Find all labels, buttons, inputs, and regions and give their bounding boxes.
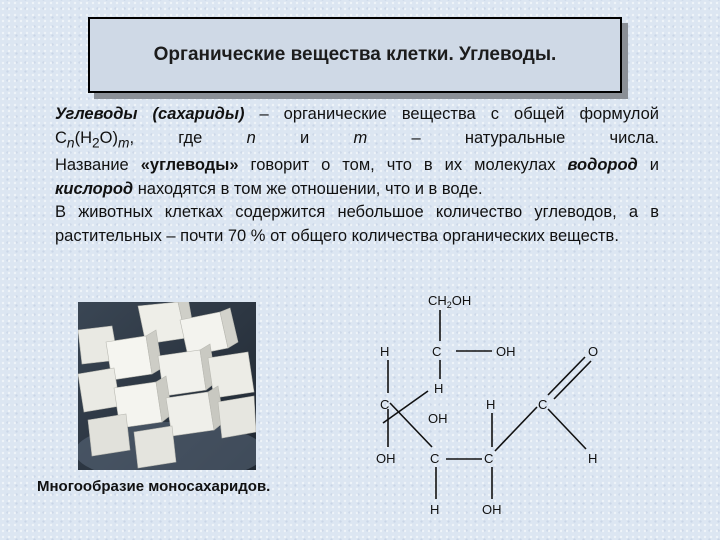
struct-r5-h: H xyxy=(430,502,439,517)
var-m: m xyxy=(353,128,368,147)
text-fragment: , где xyxy=(129,128,247,147)
struct-r4-oh: OH xyxy=(376,451,396,466)
body-text: Углеводы (сахариды) – органические вещес… xyxy=(55,103,659,248)
text-fragment: говорит о том, что в их молекулах xyxy=(238,156,568,175)
struct-r1-o: O xyxy=(588,344,598,359)
structure-bonds xyxy=(382,310,592,499)
paragraph-name: Название «углеводы» говорит о том, что в… xyxy=(55,154,659,201)
formula-h: (H xyxy=(74,128,92,147)
struct-ch2oh: CH2OH xyxy=(428,293,471,310)
term-name: «углеводы» xyxy=(140,156,239,175)
struct-r1-oh: OH xyxy=(496,344,516,359)
text-fragment: и xyxy=(255,128,354,147)
title-box: Органические вещества клетки. Углеводы. xyxy=(88,17,622,93)
struct-r4-h: H xyxy=(588,451,597,466)
text-fragment: и xyxy=(637,156,659,175)
glucose-structure-diagram: CH2OH H C OH O H C OH H C OH C C H H OH xyxy=(376,293,598,517)
text-fragment: – органические вещества с общей формулой xyxy=(244,105,659,123)
struct-r5-oh: OH xyxy=(482,502,502,517)
text-fragment: Название xyxy=(55,156,141,175)
text-fragment: находятся в том же отношении, что и в во… xyxy=(133,179,483,198)
struct-r2-h: H xyxy=(434,381,443,396)
struct-r4-c2: C xyxy=(484,451,493,466)
formula-o: O) xyxy=(99,128,118,147)
struct-r3-oh: OH xyxy=(428,411,448,426)
formula-sub-m: m xyxy=(118,134,130,150)
struct-r1-h: H xyxy=(380,344,389,359)
formula-c: C xyxy=(55,128,67,147)
term-oxygen: кислород xyxy=(55,179,134,198)
paragraph-definition: Углеводы (сахариды) – органические вещес… xyxy=(55,103,659,154)
formula-sub-2: 2 xyxy=(92,134,100,150)
term-hydrogen: водород xyxy=(567,156,638,175)
var-n: n xyxy=(246,128,256,147)
struct-r1-c: C xyxy=(432,344,441,359)
term-carbohydrates: Углеводы (сахариды) xyxy=(55,105,245,123)
struct-r4-c1: C xyxy=(430,451,439,466)
struct-r3-h: H xyxy=(486,397,495,412)
slide-title: Органические вещества клетки. Углеводы. xyxy=(153,44,557,65)
struct-r3-c1: C xyxy=(380,397,389,412)
image-caption: Многообразие моносахаридов. xyxy=(37,478,271,495)
sugar-cubes-photo xyxy=(78,302,256,470)
struct-r3-c2: C xyxy=(538,397,547,412)
paragraph-content: В животных клетках содержится небольшое … xyxy=(55,203,659,245)
text-fragment: – натуральные числа. xyxy=(367,128,659,147)
formula-sub-n: n xyxy=(66,134,75,150)
